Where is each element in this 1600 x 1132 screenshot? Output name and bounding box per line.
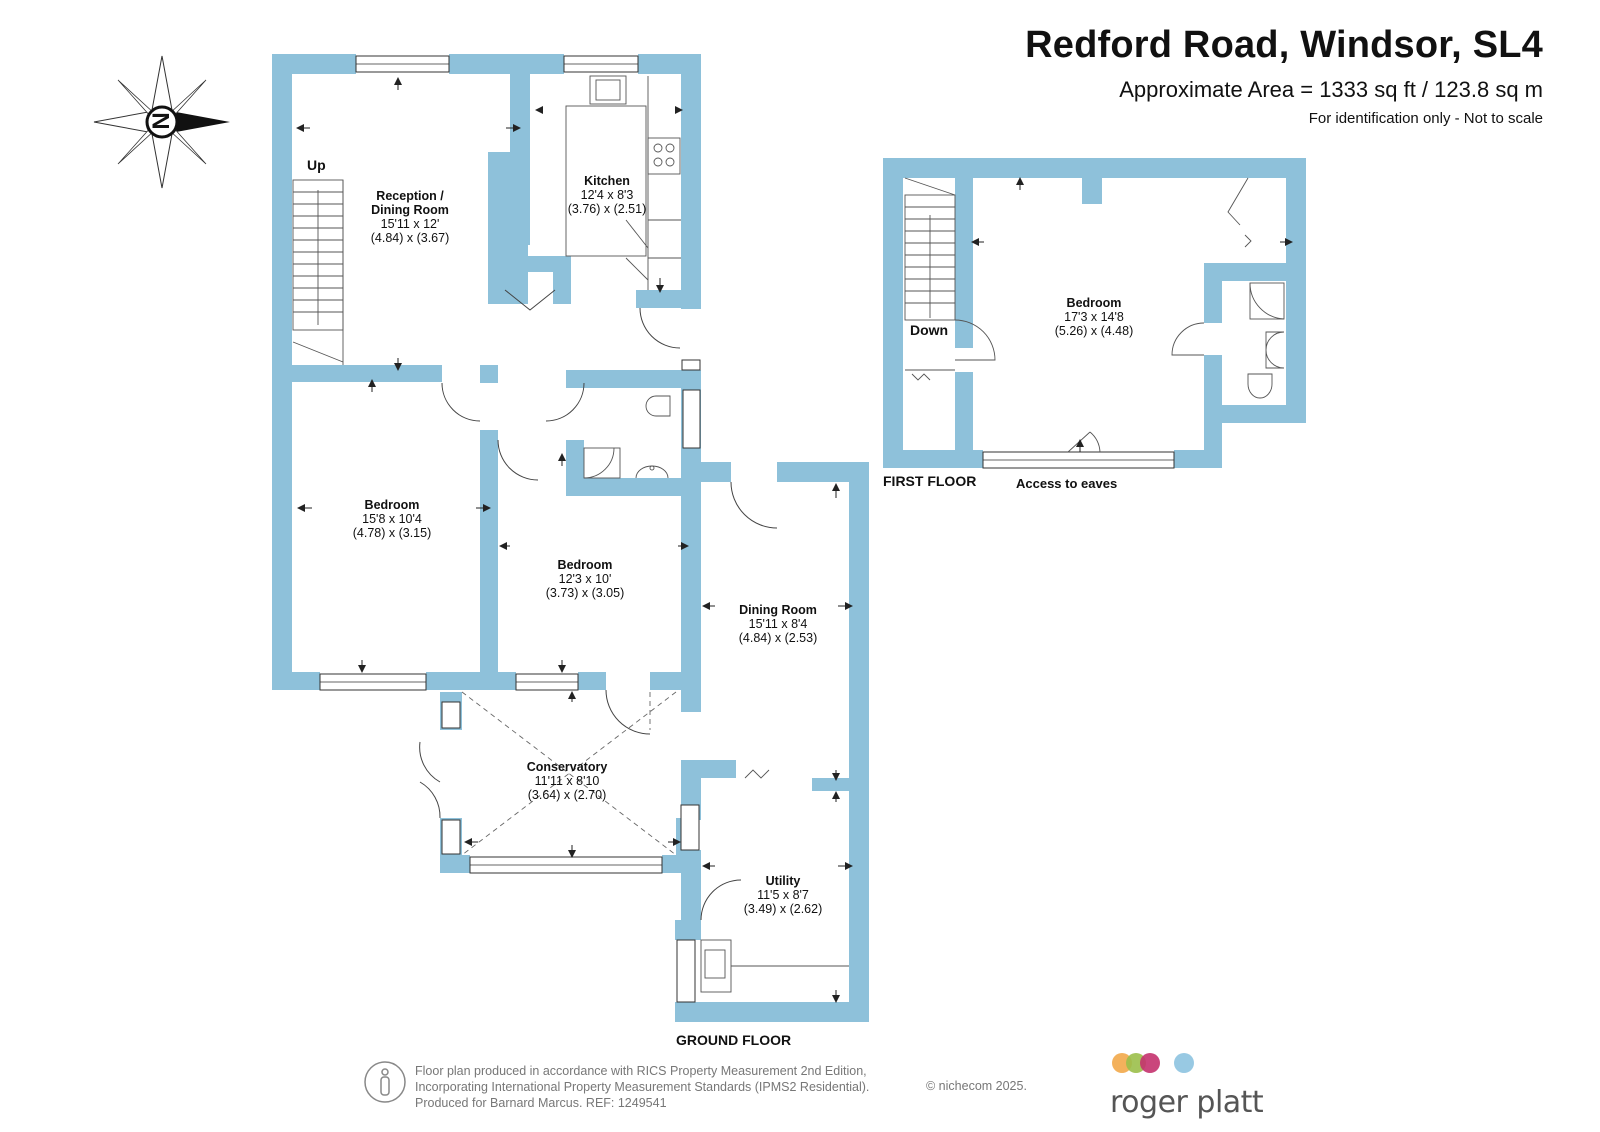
brand-logo-icon <box>1112 1053 1202 1077</box>
room-size-imperial: 15'11 x 8'4 <box>748 617 808 631</box>
brand-dot <box>1140 1053 1160 1073</box>
room-utility: Utility 11'5 x 8'7 (3.49) x (2.62) <box>744 874 823 916</box>
access-to-eaves-label: Access to eaves <box>1016 476 1118 491</box>
room-name: Reception / <box>376 189 444 203</box>
footer-line-2: Incorporating International Property Mea… <box>415 1080 870 1094</box>
compass-label: N <box>148 112 175 130</box>
kitchen-fittings <box>565 75 681 290</box>
room-size-imperial: 17'3 x 14'8 <box>1064 310 1124 324</box>
room-kitchen: Kitchen 12'4 x 8'3 (3.76) x (2.51) <box>568 174 647 216</box>
room-size-metric: (3.76) x (2.51) <box>567 202 647 216</box>
dimension-arrows <box>296 77 1293 1003</box>
first-floor-walls <box>883 158 1306 468</box>
brand-name: roger platt <box>1110 1085 1264 1120</box>
room-size-metric: (4.84) x (3.67) <box>370 231 450 245</box>
compass-icon <box>93 55 230 189</box>
person-icon <box>364 1061 406 1103</box>
room-bedroom-2: Bedroom 12'3 x 10' (3.73) x (3.05) <box>546 558 625 600</box>
room-name-line2: Dining Room <box>371 203 449 217</box>
ground-floor-stairs <box>292 179 344 365</box>
room-size-metric: (4.84) x (2.53) <box>738 631 818 645</box>
room-size-imperial: 15'11 x 12' <box>380 217 440 231</box>
room-name: Bedroom <box>1066 296 1122 310</box>
disclaimer: For identification only - Not to scale <box>1308 110 1543 127</box>
footer-line-3: Produced for Barnard Marcus. REF: 124954… <box>415 1096 667 1110</box>
ground-floor-label: GROUND FLOOR <box>676 1032 792 1048</box>
room-name: Bedroom <box>364 498 420 512</box>
room-reception-dining: Reception / Dining Room 15'11 x 12' (4.8… <box>371 189 450 245</box>
room-size-imperial: 11'5 x 8'7 <box>757 888 809 902</box>
footer-notes: Floor plan produced in accordance with R… <box>415 1063 869 1111</box>
room-bedroom-first-floor: Bedroom 17'3 x 14'8 (5.26) x (4.48) <box>1055 296 1134 338</box>
room-bedroom-1: Bedroom 15'8 x 10'4 (4.78) x (3.15) <box>353 498 432 540</box>
ground-bathroom-fittings <box>583 395 671 479</box>
room-size-metric: (3.49) x (2.62) <box>743 902 823 916</box>
room-size-imperial: 12'3 x 10' <box>558 572 612 586</box>
stairs-down-label: Down <box>910 322 949 338</box>
utility-fittings <box>700 769 849 993</box>
door-swings <box>419 289 778 921</box>
room-size-imperial: 12'4 x 8'3 <box>580 188 634 202</box>
room-name: Conservatory <box>526 760 608 774</box>
room-size-imperial: 11'11 x 8'10 <box>534 774 600 788</box>
room-name: Utility <box>765 874 801 888</box>
first-floor-stairs <box>904 177 996 381</box>
room-size-metric: (3.73) x (3.05) <box>545 586 625 600</box>
first-floor-fittings <box>1067 177 1285 453</box>
copyright: © nichecom 2025. <box>926 1079 1027 1093</box>
room-name: Bedroom <box>557 558 613 572</box>
footer-line-1: Floor plan produced in accordance with R… <box>415 1064 867 1078</box>
room-size-metric: (5.26) x (4.48) <box>1054 324 1134 338</box>
first-floor-label: FIRST FLOOR <box>883 473 977 489</box>
room-conservatory: Conservatory 11'11 x 8'10 (3.64) x (2.70… <box>527 760 608 802</box>
room-name: Dining Room <box>739 603 817 617</box>
brand-dot <box>1174 1053 1194 1073</box>
room-size-imperial: 15'8 x 10'4 <box>362 512 422 526</box>
room-name: Kitchen <box>584 174 630 188</box>
room-size-metric: (3.64) x (2.70) <box>527 788 607 802</box>
approximate-area: Approximate Area = 1333 sq ft / 123.8 sq… <box>1119 77 1543 102</box>
stairs-up-label: Up <box>307 157 326 173</box>
room-dining: Dining Room 15'11 x 8'4 (4.84) x (2.53) <box>739 603 818 645</box>
page-title: Redford Road, Windsor, SL4 <box>1025 24 1543 66</box>
room-size-metric: (4.78) x (3.15) <box>352 526 432 540</box>
